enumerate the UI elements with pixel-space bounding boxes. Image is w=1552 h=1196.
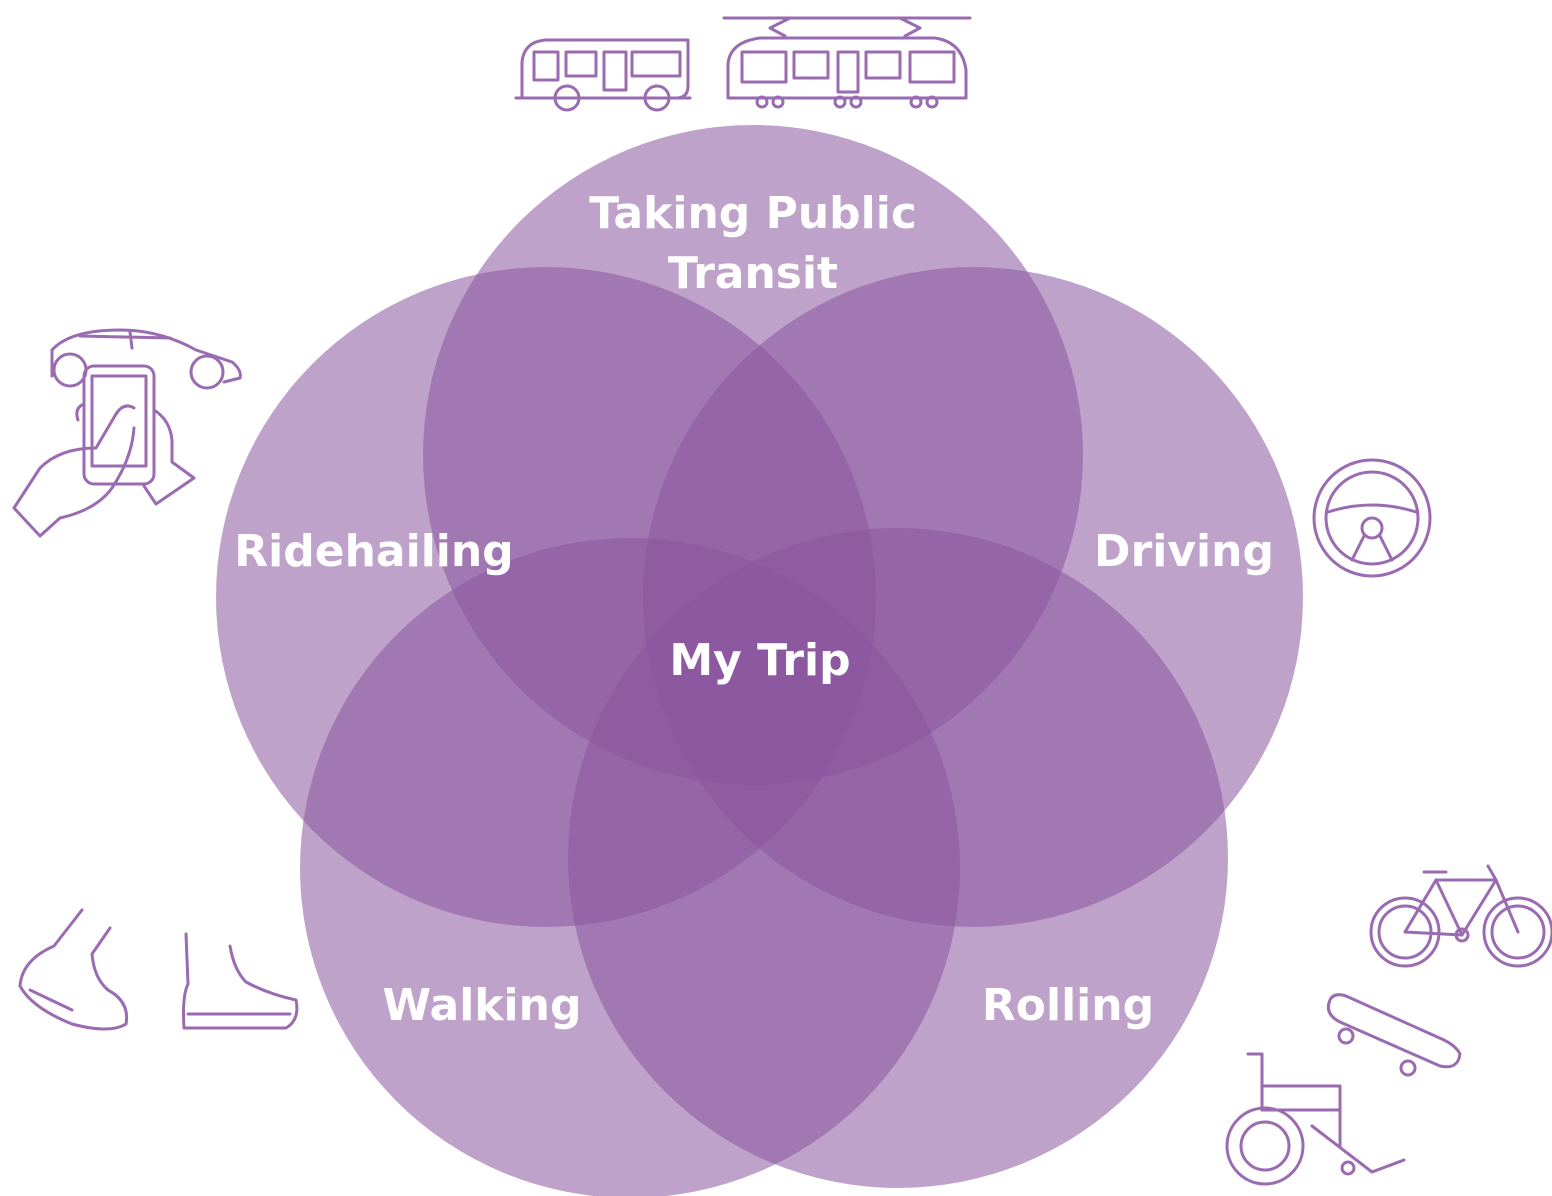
- venn-circles: [216, 125, 1303, 1196]
- label-transit-line-1: Taking Public: [589, 188, 917, 239]
- bicycle-icon: [1369, 864, 1552, 968]
- label-driving: Driving: [1094, 526, 1274, 577]
- label-rolling: Rolling: [982, 980, 1154, 1031]
- bus-icon: [514, 38, 692, 112]
- label-transit-line-2: Transit: [668, 248, 838, 299]
- venn-labels: Taking Public Transit Driving Rolling Wa…: [234, 188, 1274, 1031]
- label-walking: Walking: [383, 980, 582, 1031]
- steering-wheel-icon: [1312, 458, 1432, 578]
- skateboard-icon: [1326, 993, 1462, 1077]
- mode-icons: [12, 16, 1552, 1186]
- phone-hand-icon: [12, 364, 196, 538]
- center-label: My Trip: [669, 635, 850, 686]
- car-icon: [50, 328, 242, 390]
- wheelchair-icon: [1225, 1052, 1406, 1186]
- streetcar-icon: [722, 16, 972, 109]
- circle-ridehailing: [216, 267, 876, 927]
- walking-feet-icon: [18, 908, 299, 1031]
- label-ridehailing: Ridehailing: [234, 526, 513, 577]
